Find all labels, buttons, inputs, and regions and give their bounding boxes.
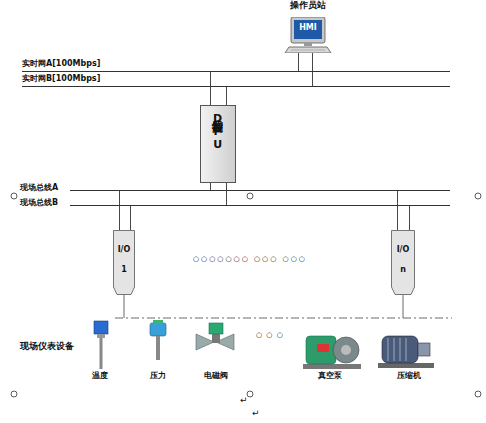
return-mark: ↵ (252, 409, 260, 419)
io-stub (403, 295, 404, 318)
bus-connector (312, 53, 313, 86)
solenoid-valve (196, 323, 234, 350)
fieldbus-line: 现场总线B (70, 205, 450, 206)
bus-connector (226, 87, 227, 105)
bus-connector (130, 206, 131, 230)
bus-connector (210, 72, 211, 105)
bus-connector (397, 191, 398, 230)
io-module: I/O n (391, 230, 415, 295)
device-label: 压缩机 (397, 372, 421, 381)
io-shape (113, 230, 135, 295)
network-bus: 实时网B[100Mbps] (22, 86, 450, 87)
device-label: 电磁阀 (204, 372, 228, 381)
node-text: n (391, 266, 415, 275)
node-title: 实时网B[100Mbps] (22, 75, 100, 84)
node-title: 实时网A[100Mbps] (22, 60, 100, 69)
return-mark: ↵ (240, 396, 248, 406)
node-title: I/O (391, 246, 415, 255)
field-boundary (115, 318, 452, 319)
node-text: 1 (113, 266, 135, 275)
bus-connector (226, 183, 227, 205)
device-label: 温度 (92, 372, 108, 381)
corner-markers (11, 193, 481, 397)
node-title: 现场总线B (20, 199, 58, 208)
operator-station: 操作员站HMI (283, 17, 333, 53)
node-title: 控制器DPU (211, 112, 223, 151)
bus-connector (210, 183, 211, 190)
bus-connector (119, 191, 120, 230)
device-label: 真空泵 (318, 372, 342, 381)
node-title: 操作员站 (279, 1, 337, 11)
vacuum-pump (303, 336, 361, 369)
bus-connector (409, 206, 410, 230)
controller-box: 控制器DPU (200, 105, 236, 183)
bus-connector (298, 53, 299, 71)
section-label: 现场仪表设备 (20, 342, 74, 352)
device-label: 压力 (150, 372, 166, 381)
temperature-sensor (94, 321, 108, 369)
pressure-sensor (150, 320, 166, 360)
network-bus: 实时网A[100Mbps] (22, 71, 450, 72)
io-stub (124, 295, 125, 318)
ellipsis-dots: ○○○○○○○ ○○○ ○○○ (193, 256, 307, 264)
io-shape (391, 230, 415, 295)
ellipsis-dots: ○ ○ ○ (256, 332, 284, 340)
pc-shape (283, 17, 333, 53)
compressor (378, 336, 434, 368)
node-text: HMI (294, 24, 322, 33)
io-module: I/O 1 (113, 230, 135, 295)
node-title: 现场总线A (20, 184, 58, 193)
node-title: I/O (113, 246, 135, 255)
fieldbus-line: 现场总线A (70, 190, 450, 191)
